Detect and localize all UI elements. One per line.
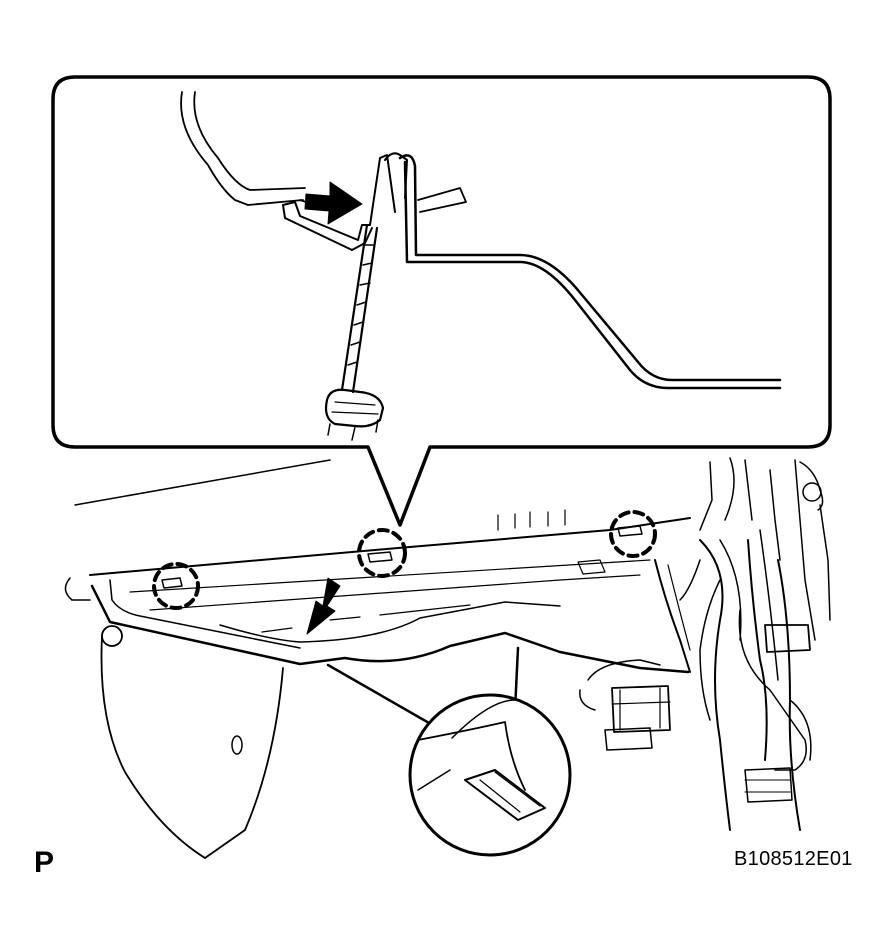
figure-code: B108512E01 [734, 848, 853, 870]
detail-callout-box [51, 75, 832, 527]
dashboard-lower-view [64, 457, 831, 859]
view-label: P [34, 846, 55, 879]
clip-location-dashed-circle-icon [152, 510, 657, 610]
push-direction-arrow-icon [304, 181, 363, 225]
removal-direction-arrow-icon [306, 577, 341, 635]
